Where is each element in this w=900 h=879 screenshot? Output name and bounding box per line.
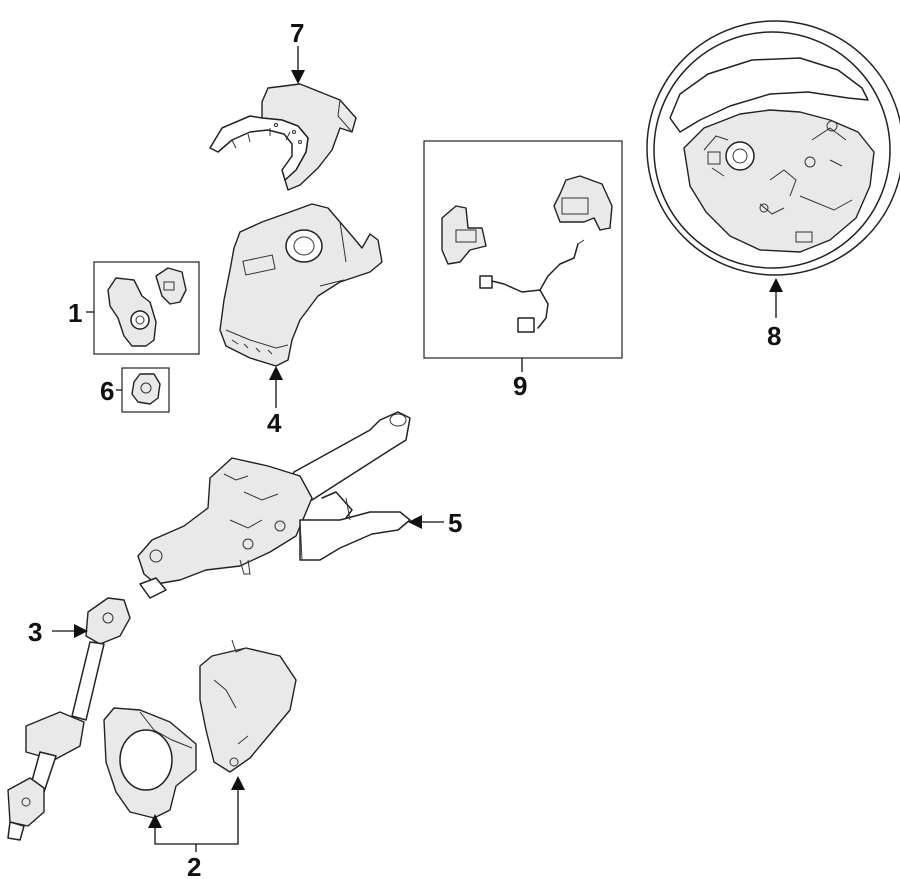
column-boot-and-cover-icon[interactable] <box>103 639 297 819</box>
callout-leaders <box>52 46 783 852</box>
callout-7: 7 <box>290 18 304 48</box>
switch-icon[interactable] <box>121 367 170 413</box>
callout-3: 3 <box>28 617 42 647</box>
callout-8: 8 <box>767 321 781 351</box>
callout-labels: 1 2 3 4 5 6 7 8 9 <box>28 18 781 879</box>
steering-wheel-icon[interactable] <box>646 20 900 276</box>
steering-column-assembly-icon[interactable] <box>137 411 411 599</box>
lower-column-cover-icon[interactable] <box>219 203 383 367</box>
callout-5: 5 <box>448 508 462 538</box>
callout-9: 9 <box>513 371 527 401</box>
callout-2: 2 <box>187 852 201 879</box>
callout-4: 4 <box>267 408 282 438</box>
intermediate-shaft-icon[interactable] <box>7 597 131 841</box>
callout-6: 6 <box>100 376 114 406</box>
upper-column-cover-icon[interactable] <box>209 83 357 191</box>
steering-wheel-switch-harness-icon[interactable] <box>423 140 623 359</box>
callout-1: 1 <box>68 298 82 328</box>
ignition-switch-lock-cylinder-icon[interactable] <box>93 261 200 355</box>
